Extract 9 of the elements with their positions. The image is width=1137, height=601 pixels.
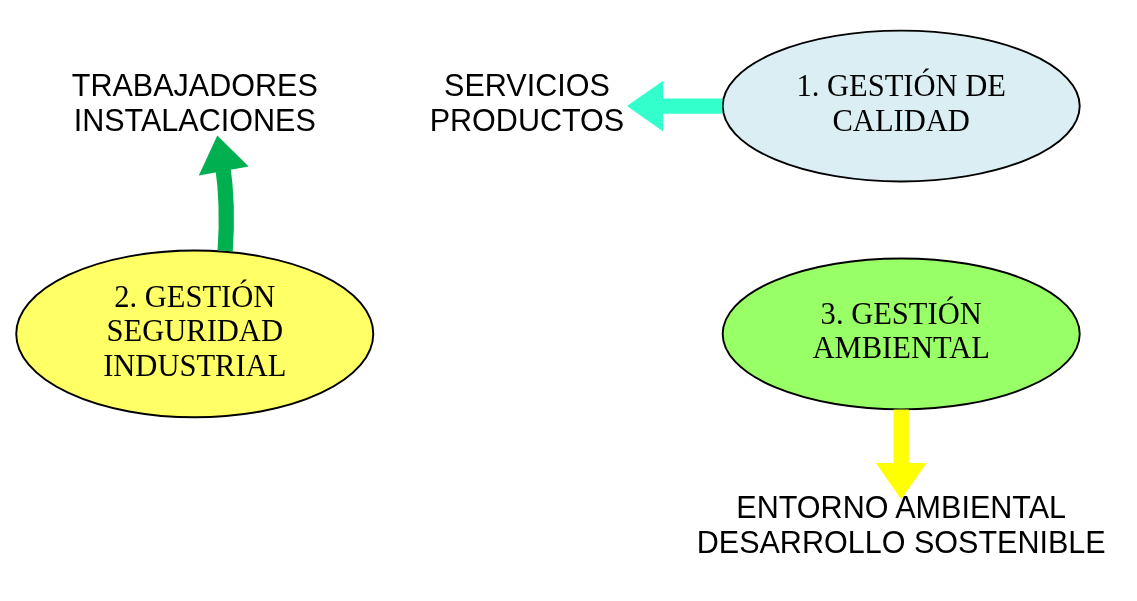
arrow xyxy=(626,80,723,132)
node-ellipse: 2. GESTIÓN SEGURIDAD INDUSTRIAL xyxy=(15,249,375,419)
arrow xyxy=(875,409,927,500)
node-ellipse: 1. GESTIÓN DE CALIDAD xyxy=(721,29,1081,183)
node-text: TRABAJADORES INSTALACIONES xyxy=(71,68,318,137)
node-text: SERVICIOS PRODUCTOS xyxy=(429,68,625,137)
node-text: ENTORNO AMBIENTAL DESARROLLO SOSTENIBLE xyxy=(696,490,1106,559)
arrow xyxy=(198,135,249,252)
node-ellipse: 3. GESTIÓN AMBIENTAL xyxy=(721,257,1081,411)
